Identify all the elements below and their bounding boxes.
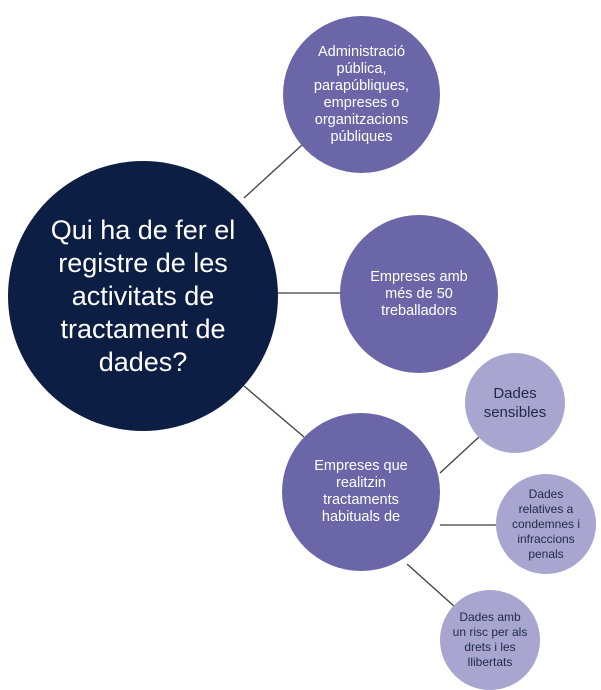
connector-habituals-sensibles: [439, 435, 481, 474]
subbranch-node-risc-drets: Dades amb un risc per als drets i les ll…: [440, 590, 540, 690]
subbranch-label-risc-drets: Dades amb un risc per als drets i les ll…: [452, 610, 528, 669]
connector-root-habituals: [243, 385, 305, 438]
branch-node-tractaments-habituals: Empreses que realitzin tractaments habit…: [282, 413, 440, 571]
branch-label-empreses-50: Empreses amb més de 50 treballadors: [370, 268, 468, 319]
subbranch-node-condemnes-penals: Dades relatives a condemnes i infraccion…: [496, 474, 596, 574]
root-label: Qui ha de fer el registre de les activit…: [50, 214, 236, 377]
connector-habituals-risc: [406, 563, 456, 608]
branch-node-administracio: Administració pública, parapúbliques, em…: [283, 16, 440, 173]
subbranch-label-condemnes-penals: Dades relatives a condemnes i infraccion…: [511, 486, 581, 561]
subbranch-node-dades-sensibles: Dades sensibles: [465, 353, 565, 453]
subbranch-label-dades-sensibles: Dades sensibles: [483, 385, 547, 421]
branch-node-empreses-50: Empreses amb més de 50 treballadors: [340, 215, 498, 373]
root-node: Qui ha de fer el registre de les activit…: [8, 161, 278, 431]
branch-label-tractaments-habituals: Empreses que realitzin tractaments habit…: [314, 458, 408, 525]
connector-root-admin: [243, 144, 303, 199]
branch-label-administracio: Administració pública, parapúbliques, em…: [313, 43, 410, 145]
